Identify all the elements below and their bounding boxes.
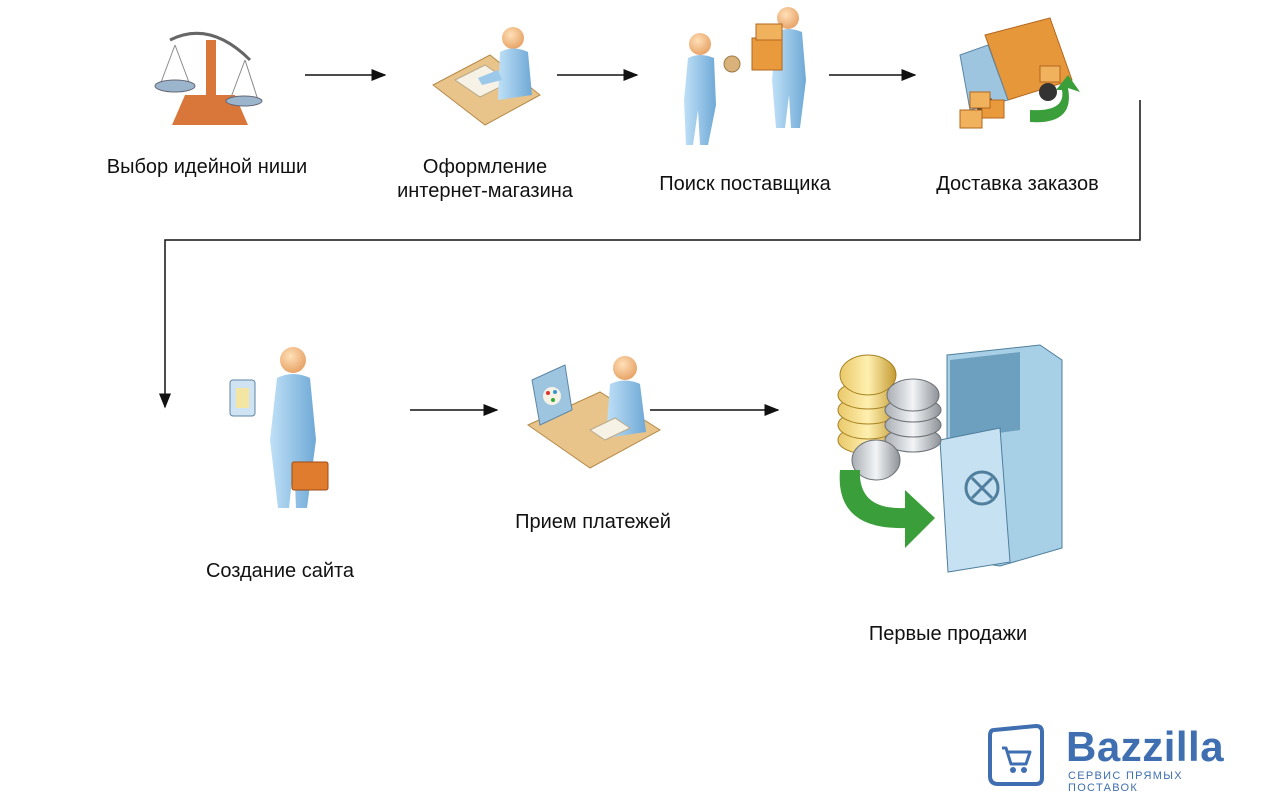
person-with-tablet-icon	[229, 347, 329, 508]
person-at-computer-icon	[526, 356, 661, 469]
step-label-payments: Прием платежей	[515, 511, 671, 533]
step-label-store-design: Оформление интернет-магазина	[397, 156, 573, 202]
step-label-delivery: Доставка заказов	[936, 173, 1099, 195]
delivery-truck-icon	[959, 17, 1080, 129]
step-label-website: Создание сайта	[205, 560, 355, 582]
silver-coins	[851, 378, 942, 481]
bazzilla-logo: Bazzilla Сервис прямых поставок	[984, 722, 1256, 794]
shopping-cart-icon	[988, 723, 1044, 786]
step-label-supplier: Поиск поставщика	[659, 173, 831, 195]
arrow-4-5	[159, 100, 1141, 409]
logo-tagline: Сервис прямых поставок	[1068, 770, 1183, 794]
step-label-first-sales: Первые продажи	[868, 623, 1028, 645]
step-label-niche: Выбор идейной ниши	[106, 156, 308, 178]
connectors	[159, 69, 1141, 416]
person-at-desk-icon	[432, 27, 541, 126]
people-exchange-icon	[684, 7, 806, 145]
coins-safe-icon	[837, 344, 1063, 573]
scales-icon	[154, 31, 263, 125]
logo-name: Bazzilla	[1066, 723, 1225, 770]
